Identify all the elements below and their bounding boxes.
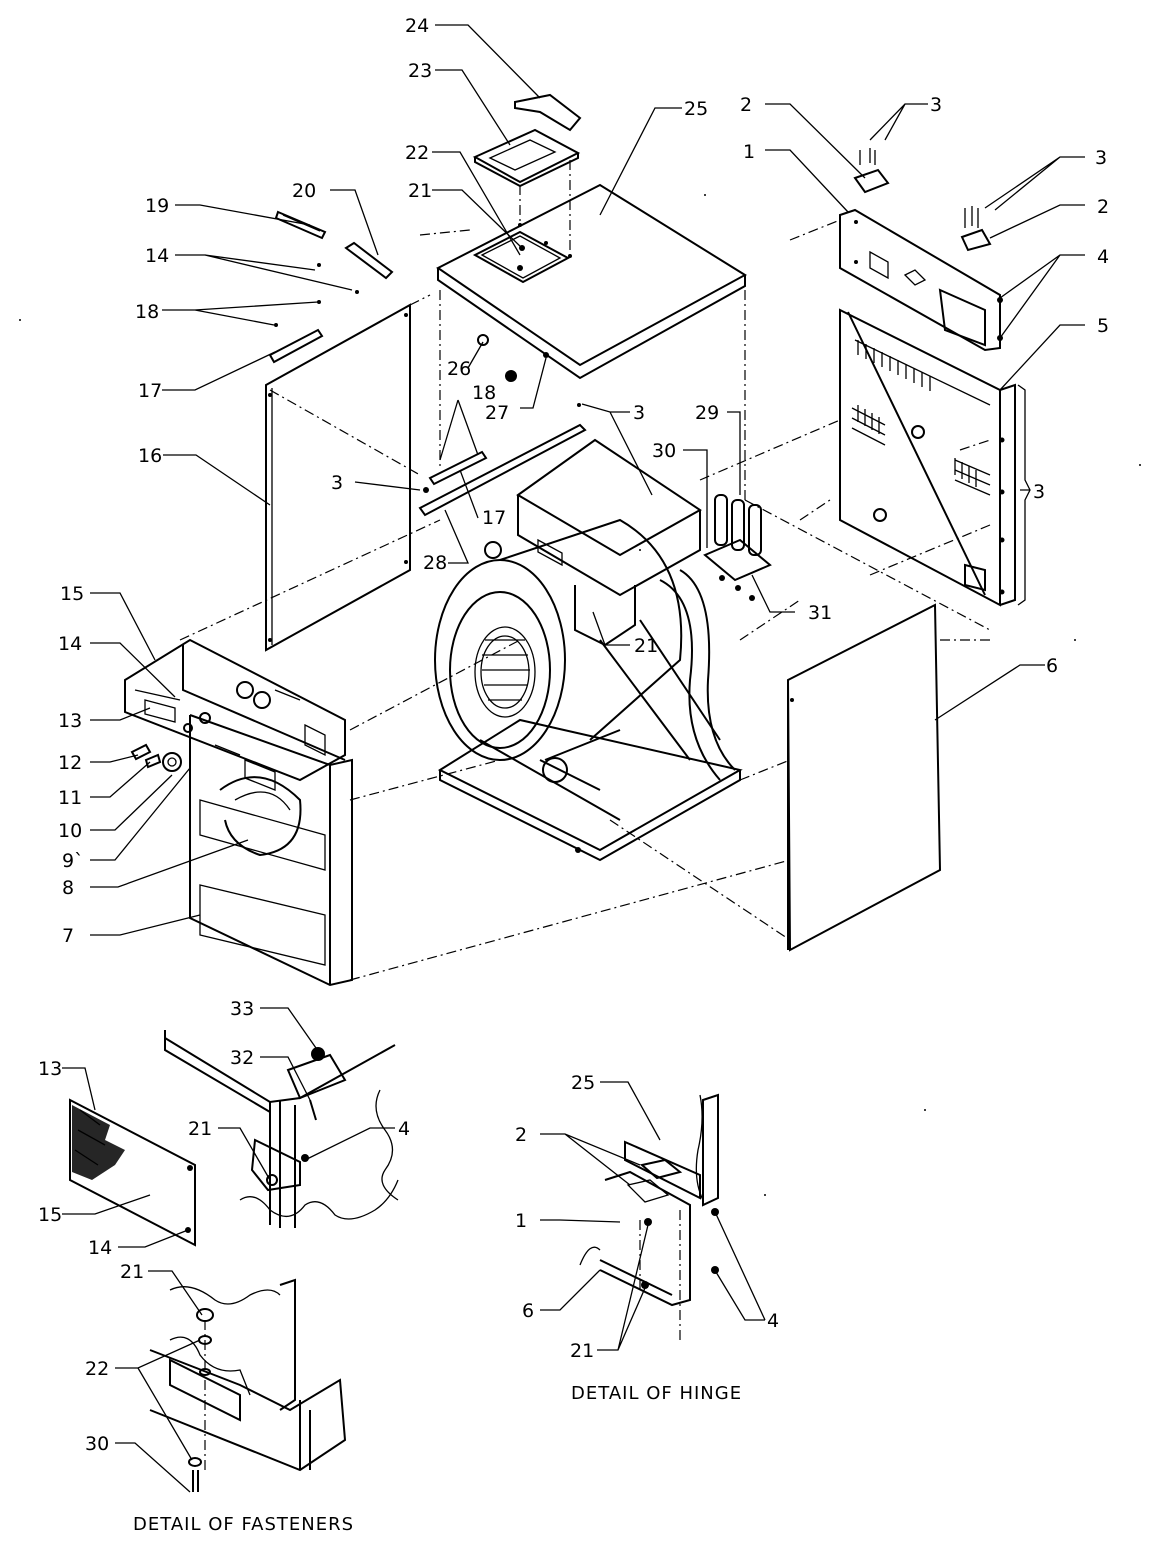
callout-label-c15: 15 xyxy=(60,583,84,605)
callout-label-c19: 19 xyxy=(145,195,169,217)
callout-label-h25: 25 xyxy=(571,1072,595,1094)
callout-label-c23: 23 xyxy=(408,60,432,82)
callout-label-c28: 28 xyxy=(423,552,447,574)
callout-label-f14: 14 xyxy=(88,1237,112,1259)
callout-label-f4: 4 xyxy=(398,1118,410,1140)
callout-label-f21: 21 xyxy=(188,1118,212,1140)
callout-label-c18b: 18 xyxy=(472,382,496,404)
callout-label-c20: 20 xyxy=(292,180,316,202)
callout-label-c29: 29 xyxy=(695,402,719,424)
callout-label-f30: 30 xyxy=(85,1433,109,1455)
service-lid xyxy=(472,128,581,188)
bracket-upper xyxy=(268,328,324,364)
callout-label-f32: 32 xyxy=(230,1047,254,1069)
hinge-leafs xyxy=(853,148,992,252)
bracket-middle xyxy=(418,423,587,517)
callout-label-c13: 13 xyxy=(58,710,82,732)
right-side-panel xyxy=(786,603,942,952)
callout-label-c3a: 3 xyxy=(930,94,942,116)
callout-label-c4a: 4 xyxy=(1097,246,1109,268)
callout-label-h2: 2 xyxy=(515,1124,527,1146)
callout-label-h6: 6 xyxy=(522,1300,534,1322)
callout-label-c16: 16 xyxy=(138,445,162,467)
callout-label-c17b: 17 xyxy=(482,507,506,529)
callout-label-c14: 14 xyxy=(145,245,169,267)
callout-label-c7: 7 xyxy=(62,925,74,947)
scan-specks xyxy=(19,194,1141,1196)
left-side-panel xyxy=(265,303,411,652)
callout-label-f22: 22 xyxy=(85,1358,109,1380)
detail-fasteners xyxy=(62,1007,399,1493)
callout-label-c3e: 3 xyxy=(1033,481,1045,503)
callout-label-c3b: 3 xyxy=(1095,147,1107,169)
callout-label-c8: 8 xyxy=(62,877,74,899)
callout-label-c17: 17 xyxy=(138,380,162,402)
callout-label-h4: 4 xyxy=(767,1310,779,1332)
callout-label-c14b: 14 xyxy=(58,633,82,655)
drum-assembly xyxy=(434,438,743,862)
capacitors xyxy=(703,494,772,601)
callout-label-c3d: 3 xyxy=(331,472,343,494)
caption-detail-fasteners: DETAIL OF FASTENERS xyxy=(133,1514,354,1535)
callout-label-c2a: 2 xyxy=(740,94,752,116)
callout-label-c25: 25 xyxy=(684,98,708,120)
callout-label-c24: 24 xyxy=(405,15,429,37)
callout-label-h21: 21 xyxy=(570,1340,594,1362)
callout-label-c30: 30 xyxy=(652,440,676,462)
leader-lines xyxy=(90,24,1085,936)
callout-label-c5: 5 xyxy=(1097,315,1109,337)
callout-label-c1a: 1 xyxy=(743,141,755,163)
callout-label-f21b: 21 xyxy=(120,1261,144,1283)
control-knobs xyxy=(130,743,182,772)
callout-label-c10: 10 xyxy=(58,820,82,842)
callout-label-c6: 6 xyxy=(1046,655,1058,677)
callout-label-c21: 21 xyxy=(408,180,432,202)
callout-label-c22: 22 xyxy=(405,142,429,164)
control-panel xyxy=(124,638,346,791)
top-cover xyxy=(436,183,747,380)
trim-bar xyxy=(274,210,327,240)
callout-label-c12: 12 xyxy=(58,752,82,774)
callout-label-c21b: 21 xyxy=(634,635,658,657)
hinge-plate xyxy=(839,208,1001,352)
callout-label-c18: 18 xyxy=(135,301,159,323)
callout-label-c26: 26 xyxy=(447,358,471,380)
callout-label-f33: 33 xyxy=(230,998,254,1020)
callout-label-c3c: 3 xyxy=(633,402,645,424)
callout-label-c9: 9` xyxy=(62,850,84,872)
callout-label-c11: 11 xyxy=(58,787,82,809)
callout-label-c27: 27 xyxy=(485,402,509,424)
caption-detail-hinge: DETAIL OF HINGE xyxy=(571,1383,742,1404)
callout-label-h1: 1 xyxy=(515,1210,527,1232)
trim-bracket xyxy=(344,241,394,280)
callout-label-c2b: 2 xyxy=(1097,196,1109,218)
lid-bracket xyxy=(514,93,582,132)
rear-panel xyxy=(839,308,1016,607)
callout-label-f13: 13 xyxy=(38,1058,62,1080)
callout-label-c31: 31 xyxy=(808,602,832,624)
front-panel xyxy=(189,714,353,987)
detail-hinge xyxy=(540,1081,766,1351)
vent-slots xyxy=(857,340,977,487)
callout-label-f15: 15 xyxy=(38,1204,62,1226)
